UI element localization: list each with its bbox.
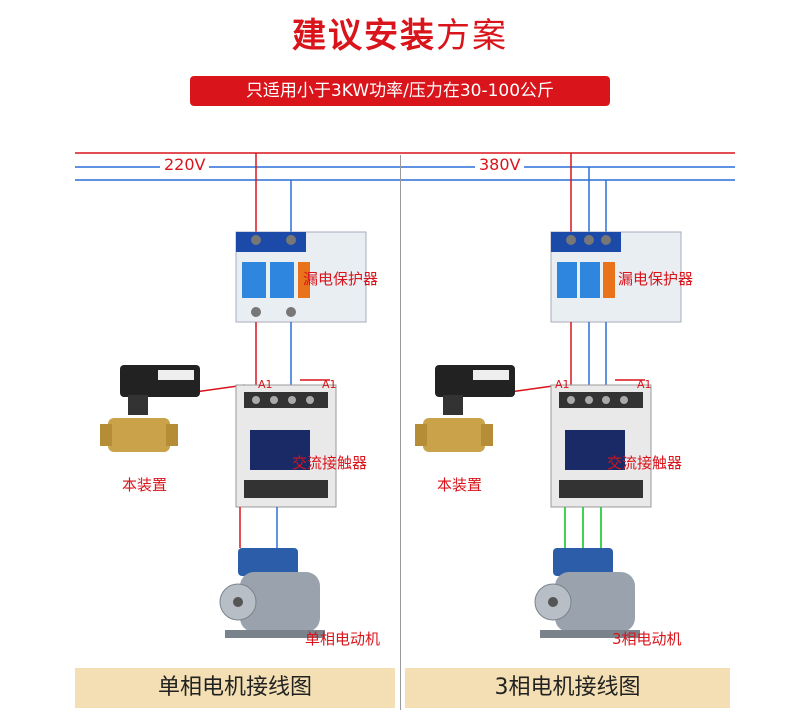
left-contactor [235, 384, 337, 508]
left-footer-caption: 单相电机接线图 [75, 668, 395, 708]
right-pressure-switch [415, 365, 515, 452]
right-voltage-label: 380V [475, 155, 525, 174]
left-device-label: 本装置 [122, 476, 168, 494]
page-title: 建议安装方案 [292, 16, 508, 56]
left-breaker [235, 231, 367, 323]
right-footer-caption: 3相电机接线图 [405, 668, 730, 708]
right-a2-label: A1 [637, 378, 652, 391]
right-a1-label: A1 [555, 378, 570, 391]
right-breaker-label: 漏电保护器 [618, 270, 694, 288]
usage-banner: 只适用小于3KW功率/压力在30-100公斤 [190, 76, 610, 106]
left-contactor-label: 交流接触器 [292, 454, 368, 472]
right-diagram [415, 153, 682, 638]
right-contactor [550, 384, 652, 508]
left-a1-label: A1 [258, 378, 273, 391]
left-motor-label: 单相电动机 [305, 630, 381, 648]
left-motor [219, 548, 325, 638]
left-diagram [100, 153, 367, 638]
right-breaker [550, 231, 682, 323]
right-motor [534, 548, 640, 638]
right-device-label: 本装置 [437, 476, 483, 494]
right-contactor-label: 交流接触器 [607, 454, 683, 472]
left-voltage-label: 220V [160, 155, 210, 174]
right-motor-label: 3相电动机 [612, 630, 682, 648]
left-pressure-switch [100, 365, 200, 452]
left-breaker-label: 漏电保护器 [303, 270, 379, 288]
left-a2-label: A1 [322, 378, 337, 391]
panel-divider [400, 155, 401, 710]
